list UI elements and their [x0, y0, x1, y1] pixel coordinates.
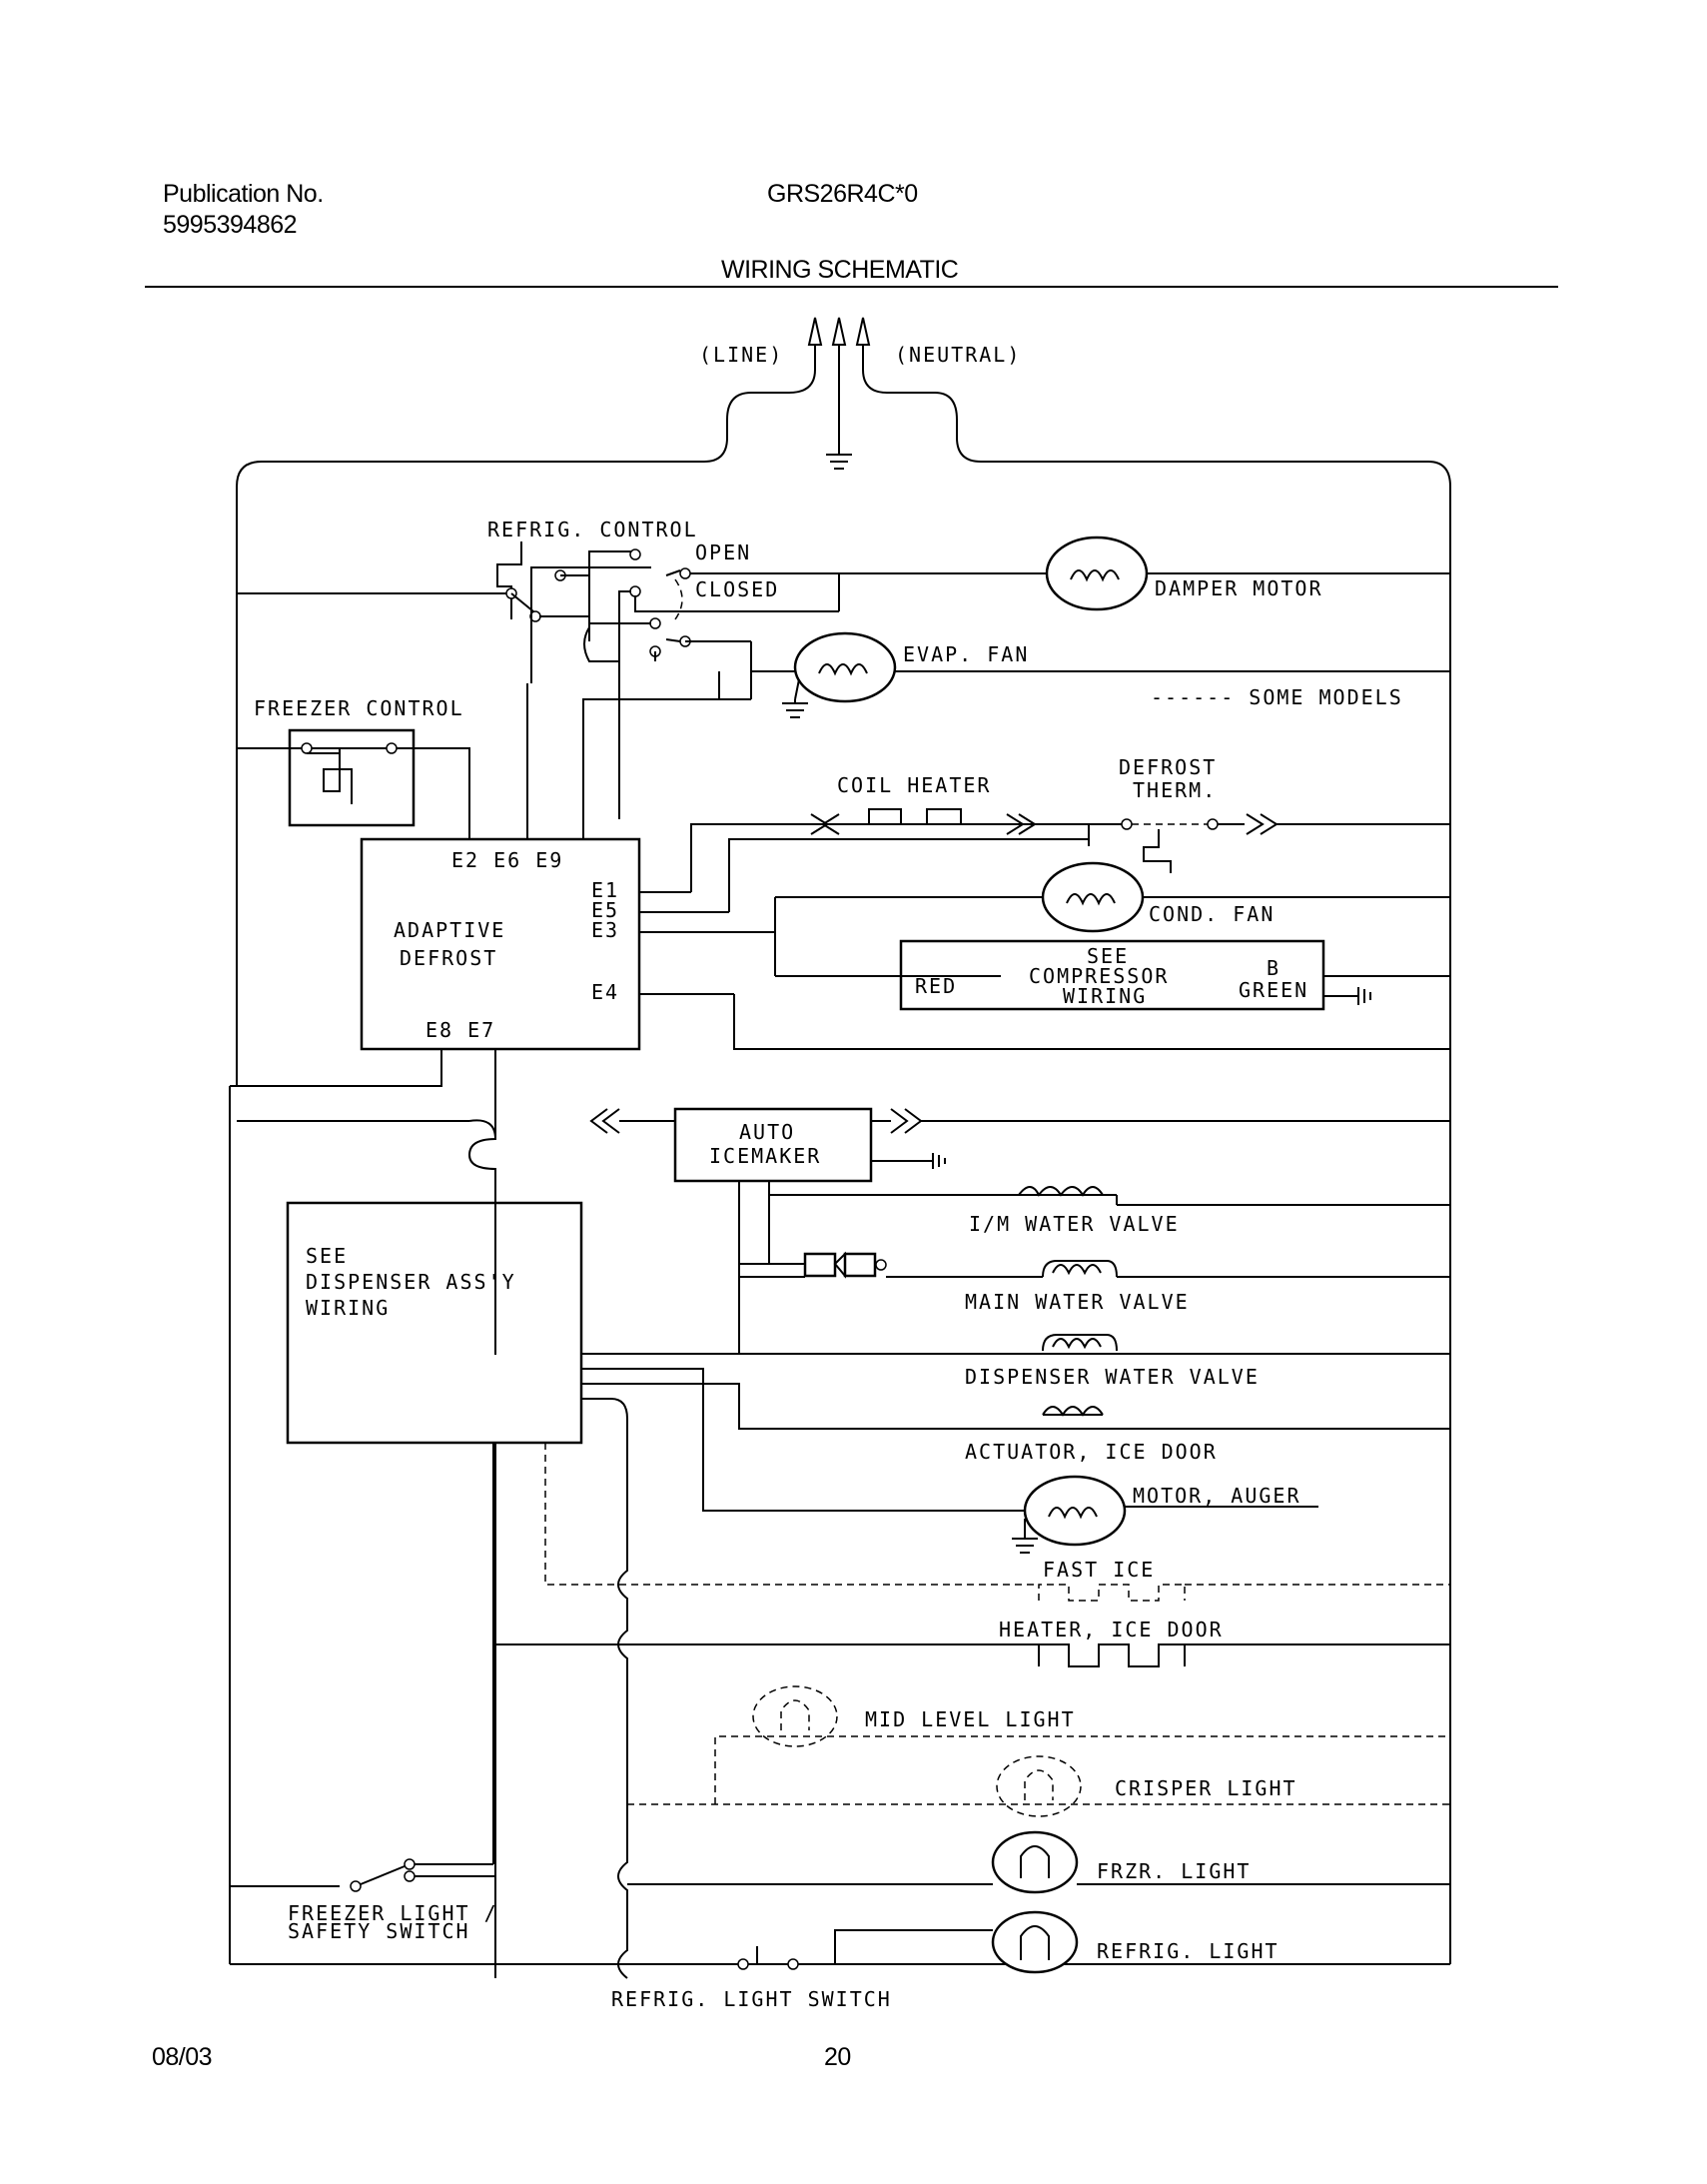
damper-motor-label: DAMPER MOTOR — [1155, 576, 1323, 600]
main-water-valve-label: MAIN WATER VALVE — [965, 1290, 1190, 1314]
dispenser-assembly: SEE DISPENSER ASS'Y WIRING — [286, 1169, 583, 1445]
chassis-ground-icon — [1357, 987, 1371, 1005]
freezer-control-label: FREEZER CONTROL — [254, 696, 464, 720]
compressor-see: SEE — [1087, 944, 1129, 968]
wire-crossovers — [617, 1439, 628, 1979]
icemaker-label: ICEMAKER — [709, 1144, 821, 1168]
open-label: OPEN — [695, 541, 751, 564]
motor-auger-label: MOTOR, AUGER — [1133, 1484, 1301, 1508]
refrig-control-label: REFRIG. CONTROL — [487, 518, 698, 542]
heater-ice-door-label: HEATER, ICE DOOR — [999, 1618, 1224, 1641]
publication-number: 5995394862 — [163, 211, 298, 239]
compressor-b: B — [1267, 956, 1280, 980]
actuator-ice-door: ACTUATOR, ICE DOOR — [581, 1383, 1450, 1464]
dispenser-water-valve-label: DISPENSER WATER VALVE — [965, 1365, 1260, 1389]
freezer-light-switch-label-2: SAFETY SWITCH — [288, 1919, 470, 1943]
refrig-light: REFRIG. LIGHT REFRIG. LIGHT SWITCH — [611, 1910, 1280, 2011]
defrost-therm-label-1: DEFROST — [1119, 755, 1217, 779]
defrost-thermostat: DEFROST THERM. — [1089, 755, 1450, 873]
header-rule — [145, 286, 1558, 288]
refrig-light-label: REFRIG. LIGHT — [1097, 1939, 1280, 1963]
cond-fan: COND. FAN — [774, 861, 1450, 976]
defrost-line2: DEFROST — [400, 946, 497, 970]
main-water-valve: MAIN WATER VALVE — [738, 1251, 1450, 1354]
refrig-control: REFRIG. CONTROL OPEN CLOSED — [237, 518, 1046, 819]
coil-heater: COIL HEATER — [729, 773, 1089, 835]
defrost-e3: E3 — [591, 918, 619, 942]
defrost-e4: E4 — [591, 980, 619, 1004]
damper-motor: DAMPER MOTOR — [1045, 536, 1450, 611]
evap-fan-label: EVAP. FAN — [903, 642, 1029, 666]
coil-heater-label: COIL HEATER — [837, 773, 991, 797]
frzr-light: FRZR. LIGHT FREEZER LIGHT / SAFETY SWITC… — [230, 1443, 1450, 1943]
icemaker-auto: AUTO — [739, 1120, 795, 1144]
model-number: GRS26R4C*0 — [767, 180, 918, 208]
im-water-valve-label: I/M WATER VALVE — [969, 1212, 1180, 1236]
ground-icon — [826, 454, 852, 470]
fast-ice-label: FAST ICE — [1043, 1558, 1155, 1582]
defrost-bottom-terminals: E8 E7 — [426, 1018, 495, 1042]
footer-date: 08/03 — [152, 2043, 213, 2071]
publication-label: Publication No. — [163, 180, 324, 208]
motor-auger: MOTOR, AUGER — [581, 1368, 1318, 1554]
crisper-light: CRISPER LIGHT — [627, 1755, 1450, 1817]
auto-icemaker: AUTO ICEMAKER — [237, 1107, 1450, 1978]
heater-ice-door: HEATER, ICE DOOR — [495, 1618, 1450, 1667]
some-models-label: ------ SOME MODELS — [1151, 685, 1403, 709]
left-bus — [229, 567, 1450, 1965]
power-inputs: (LINE) (NEUTRAL) — [236, 317, 1451, 1964]
frzr-light-label: FRZR. LIGHT — [1097, 1859, 1251, 1883]
freezer-light-switch-label-1: FREEZER LIGHT / — [288, 1901, 498, 1925]
line-label: (LINE) — [699, 343, 783, 367]
freezer-control: FREEZER CONTROL — [237, 696, 470, 839]
dispenser-line1: SEE — [306, 1244, 348, 1268]
section-title: WIRING SCHEMATIC — [721, 256, 959, 284]
dispenser-line2: DISPENSER ASS'Y — [306, 1270, 516, 1294]
defrost-line1: ADAPTIVE — [394, 918, 505, 942]
compressor-green: GREEN — [1239, 978, 1308, 1002]
evap-fan: EVAP. FAN ------ SOME MODELS — [751, 631, 1450, 718]
compressor-red: RED — [915, 974, 957, 998]
compressor-wiring-label: WIRING — [1063, 984, 1147, 1008]
defrost-e1: E1 — [591, 878, 619, 902]
cond-fan-label: COND. FAN — [1149, 902, 1275, 926]
dispenser-water-valve: DISPENSER WATER VALVE — [581, 1334, 1450, 1389]
defrost-therm-label-2: THERM. — [1133, 778, 1217, 802]
actuator-ice-door-label: ACTUATOR, ICE DOOR — [965, 1440, 1218, 1464]
closed-label: CLOSED — [695, 577, 779, 601]
fast-ice: FAST ICE — [544, 1443, 1450, 1602]
refrig-light-switch-label: REFRIG. LIGHT SWITCH — [611, 1987, 892, 2011]
adaptive-defrost: E2 E6 E9 E1 E5 E3 ADAPTIVE DEFROST E4 E8… — [237, 671, 1450, 1109]
compressor-wiring: SEE COMPRESSOR WIRING RED B GREEN — [775, 939, 1450, 1011]
defrost-e5: E5 — [591, 898, 619, 922]
im-water-valve: I/M WATER VALVE — [769, 1186, 1450, 1236]
mid-level-light-label: MID LEVEL LIGHT — [865, 1707, 1076, 1731]
compressor-label: COMPRESSOR — [1029, 964, 1169, 988]
neutral-label: (NEUTRAL) — [895, 343, 1021, 367]
mid-level-light: MID LEVEL LIGHT — [714, 1685, 1450, 1804]
page-number: 20 — [824, 2043, 851, 2071]
defrost-top-terminals: E2 E6 E9 — [451, 848, 563, 872]
dispenser-line3: WIRING — [306, 1296, 390, 1320]
crisper-light-label: CRISPER LIGHT — [1115, 1776, 1297, 1800]
